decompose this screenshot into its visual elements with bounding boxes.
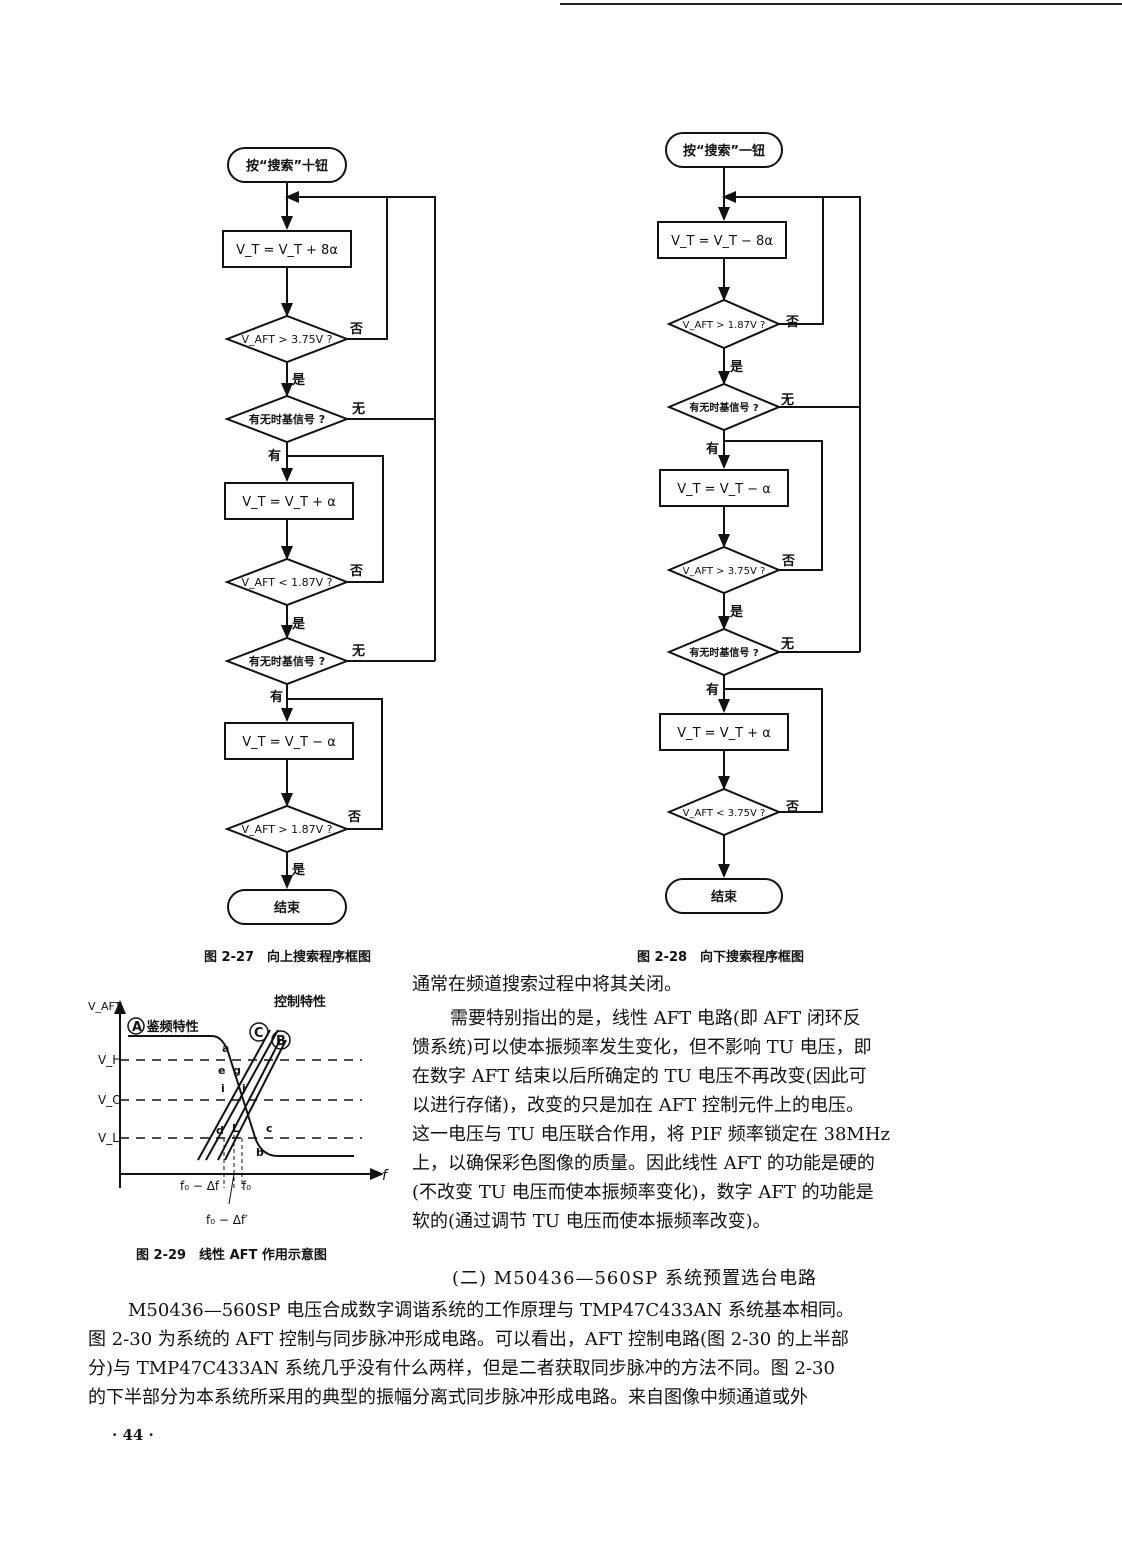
svg-text:是: 是 bbox=[291, 373, 306, 388]
svg-text:有无时基信号 ?: 有无时基信号 ? bbox=[689, 646, 758, 659]
svg-text:f: f bbox=[382, 1168, 389, 1184]
svg-text:V_AFT > 3.75V ?: V_AFT > 3.75V ? bbox=[683, 566, 766, 577]
paragraph-line: 的下半部分为本系统所采用的典型的振幅分离式同步脉冲形成电路。来自图像中频通道或外 bbox=[88, 1387, 808, 1408]
paragraph-line: 以进行存储)，改变的只是加在 AFT 控制元件上的电压。 bbox=[412, 1095, 864, 1116]
aft-characteristic-diagram: V_AFT 控制特性 A 鉴频特性 C B V_H V_O V_L f a e … bbox=[88, 994, 389, 1227]
svg-text:V_T = V_T + α: V_T = V_T + α bbox=[677, 726, 771, 741]
svg-text:L: L bbox=[232, 1122, 239, 1135]
svg-text:C: C bbox=[254, 1026, 264, 1041]
svg-text:是: 是 bbox=[729, 605, 744, 620]
svg-text:有无时基信号 ?: 有无时基信号 ? bbox=[689, 401, 758, 414]
paragraph-line: 需要特别指出的是，线性 AFT 电路(即 AFT 闭环反 bbox=[450, 1008, 861, 1029]
svg-text:有无时基信号 ?: 有无时基信号 ? bbox=[249, 412, 325, 426]
paragraph-line: 在数字 AFT 结束以后所确定的 TU 电压不再改变(因此可 bbox=[412, 1066, 867, 1087]
paragraph-line: (不改变 TU 电压而使本振频率变化)，数字 AFT 的功能是 bbox=[412, 1182, 874, 1203]
svg-text:是: 是 bbox=[291, 863, 306, 878]
svg-text:c: c bbox=[266, 1122, 273, 1135]
section-heading: (二) M50436—560SP 系统预置选台电路 bbox=[452, 1268, 817, 1289]
svg-text:f₀: f₀ bbox=[242, 1179, 251, 1193]
svg-text:否: 否 bbox=[785, 315, 799, 330]
svg-text:V_AFT: V_AFT bbox=[88, 1000, 122, 1013]
paragraph-line: 上，以确保彩色图像的质量。因此线性 AFT 的功能是硬的 bbox=[412, 1153, 875, 1174]
flowchart-down-search: 按“搜索”一钮 V_T = V_T − 8α V_AFT > 1.87V ? 否… bbox=[657, 132, 861, 914]
svg-text:无: 无 bbox=[351, 402, 365, 417]
svg-text:无: 无 bbox=[351, 644, 365, 659]
svg-text:有: 有 bbox=[706, 682, 719, 698]
svg-text:V_T = V_T + α: V_T = V_T + α bbox=[242, 495, 336, 510]
svg-text:e: e bbox=[218, 1064, 225, 1077]
svg-text:f₀ − Δf: f₀ − Δf bbox=[180, 1179, 220, 1193]
svg-text:d: d bbox=[216, 1124, 224, 1137]
svg-text:有无时基信号 ?: 有无时基信号 ? bbox=[249, 654, 325, 668]
fig29-caption: 图 2-29 线性 AFT 作用示意图 bbox=[136, 1248, 327, 1263]
svg-text:a: a bbox=[222, 1042, 229, 1055]
svg-text:无: 无 bbox=[780, 637, 794, 652]
page-number: · 44 · bbox=[112, 1426, 154, 1444]
svg-text:V_AFT > 1.87V ?: V_AFT > 1.87V ? bbox=[242, 823, 333, 836]
svg-text:f₀ − Δf′: f₀ − Δf′ bbox=[206, 1213, 248, 1227]
svg-text:j: j bbox=[241, 1082, 246, 1095]
svg-text:是: 是 bbox=[291, 617, 306, 632]
svg-text:V_AFT > 3.75V ?: V_AFT > 3.75V ? bbox=[242, 333, 333, 346]
line-b bbox=[217, 1039, 281, 1161]
paragraph-2: 需要特别指出的是，线性 AFT 电路(即 AFT 闭环反 馈系统)可以使本振频率… bbox=[412, 1004, 950, 1236]
svg-text:B: B bbox=[276, 1034, 286, 1049]
paragraph-line: 馈系统)可以使本振频率发生变化，但不影响 TU 电压，即 bbox=[412, 1037, 872, 1058]
svg-text:V_L: V_L bbox=[98, 1131, 119, 1145]
svg-text:A 鉴频特性: A 鉴频特性 bbox=[132, 1019, 199, 1035]
svg-text:V_AFT < 3.75V ?: V_AFT < 3.75V ? bbox=[683, 808, 766, 819]
end-label: 结束 bbox=[274, 900, 301, 916]
svg-text:V_T = V_T − α: V_T = V_T − α bbox=[677, 482, 771, 497]
svg-text:V_H: V_H bbox=[98, 1053, 121, 1067]
process-box-1 bbox=[657, 221, 787, 259]
svg-text:V_O: V_O bbox=[98, 1093, 122, 1107]
svg-text:无: 无 bbox=[780, 393, 794, 408]
paragraph-line: 分)与 TMP47C433AN 系统几乎没有什么两样，但是二者获取同步脉冲的方法… bbox=[88, 1358, 835, 1379]
svg-text:g: g bbox=[233, 1064, 241, 1077]
process-box-3 bbox=[224, 722, 354, 760]
paragraph-3: M50436—560SP 电压合成数字调谐系统的工作原理与 TMP47C433A… bbox=[88, 1296, 958, 1412]
process-box-2 bbox=[224, 482, 354, 520]
paragraph-line: M50436—560SP 电压合成数字调谐系统的工作原理与 TMP47C433A… bbox=[128, 1300, 854, 1321]
svg-text:否: 否 bbox=[349, 564, 363, 579]
fig28-caption: 图 2-28 向下搜索程序框图 bbox=[637, 950, 805, 965]
paragraph-line: 图 2-30 为系统的 AFT 控制与同步脉冲形成电路。可以看出，AFT 控制电… bbox=[88, 1329, 849, 1350]
flowchart-up-search: 按“搜索”十钮 V_T = V_T + 8α V_AFT > 3.75V ? 否… bbox=[222, 147, 436, 925]
svg-text:否: 否 bbox=[781, 554, 795, 569]
svg-text:V_AFT < 1.87V ?: V_AFT < 1.87V ? bbox=[242, 576, 333, 589]
svg-text:否: 否 bbox=[347, 810, 361, 825]
end-terminal bbox=[665, 878, 783, 914]
svg-text:有: 有 bbox=[270, 689, 283, 705]
svg-text:V_T = V_T − 8α: V_T = V_T − 8α bbox=[671, 234, 773, 249]
paragraph-line: 这一电压与 TU 电压联合作用，将 PIF 频率锁定在 38MHz bbox=[412, 1124, 891, 1145]
paragraph-line: 软的(通过调节 TU 电压而使本振频率改变)。 bbox=[412, 1211, 771, 1232]
svg-text:是: 是 bbox=[729, 360, 744, 375]
svg-text:否: 否 bbox=[785, 800, 799, 815]
text-line-1: 通常在频道搜索过程中将其关闭。 bbox=[412, 974, 682, 995]
svg-text:控制特性: 控制特性 bbox=[274, 994, 326, 1010]
end-label: 结束 bbox=[711, 889, 738, 905]
svg-text:i: i bbox=[221, 1082, 225, 1095]
svg-text:有: 有 bbox=[268, 448, 281, 464]
start-label: 按“搜索”一钮 bbox=[683, 143, 765, 159]
fig27-caption: 图 2-27 向上搜索程序框图 bbox=[204, 950, 372, 965]
svg-text:V_T = V_T + 8α: V_T = V_T + 8α bbox=[236, 243, 338, 258]
svg-text:V_T = V_T − α: V_T = V_T − α bbox=[242, 735, 336, 750]
start-label: 按“搜索”十钮 bbox=[246, 158, 328, 174]
svg-text:V_AFT > 1.87V ?: V_AFT > 1.87V ? bbox=[683, 320, 766, 331]
svg-text:b: b bbox=[256, 1146, 264, 1159]
svg-text:有: 有 bbox=[706, 441, 719, 457]
top-rule bbox=[560, 3, 1122, 5]
end-terminal bbox=[227, 889, 347, 925]
svg-text:否: 否 bbox=[349, 322, 363, 337]
line-c bbox=[197, 1029, 271, 1161]
